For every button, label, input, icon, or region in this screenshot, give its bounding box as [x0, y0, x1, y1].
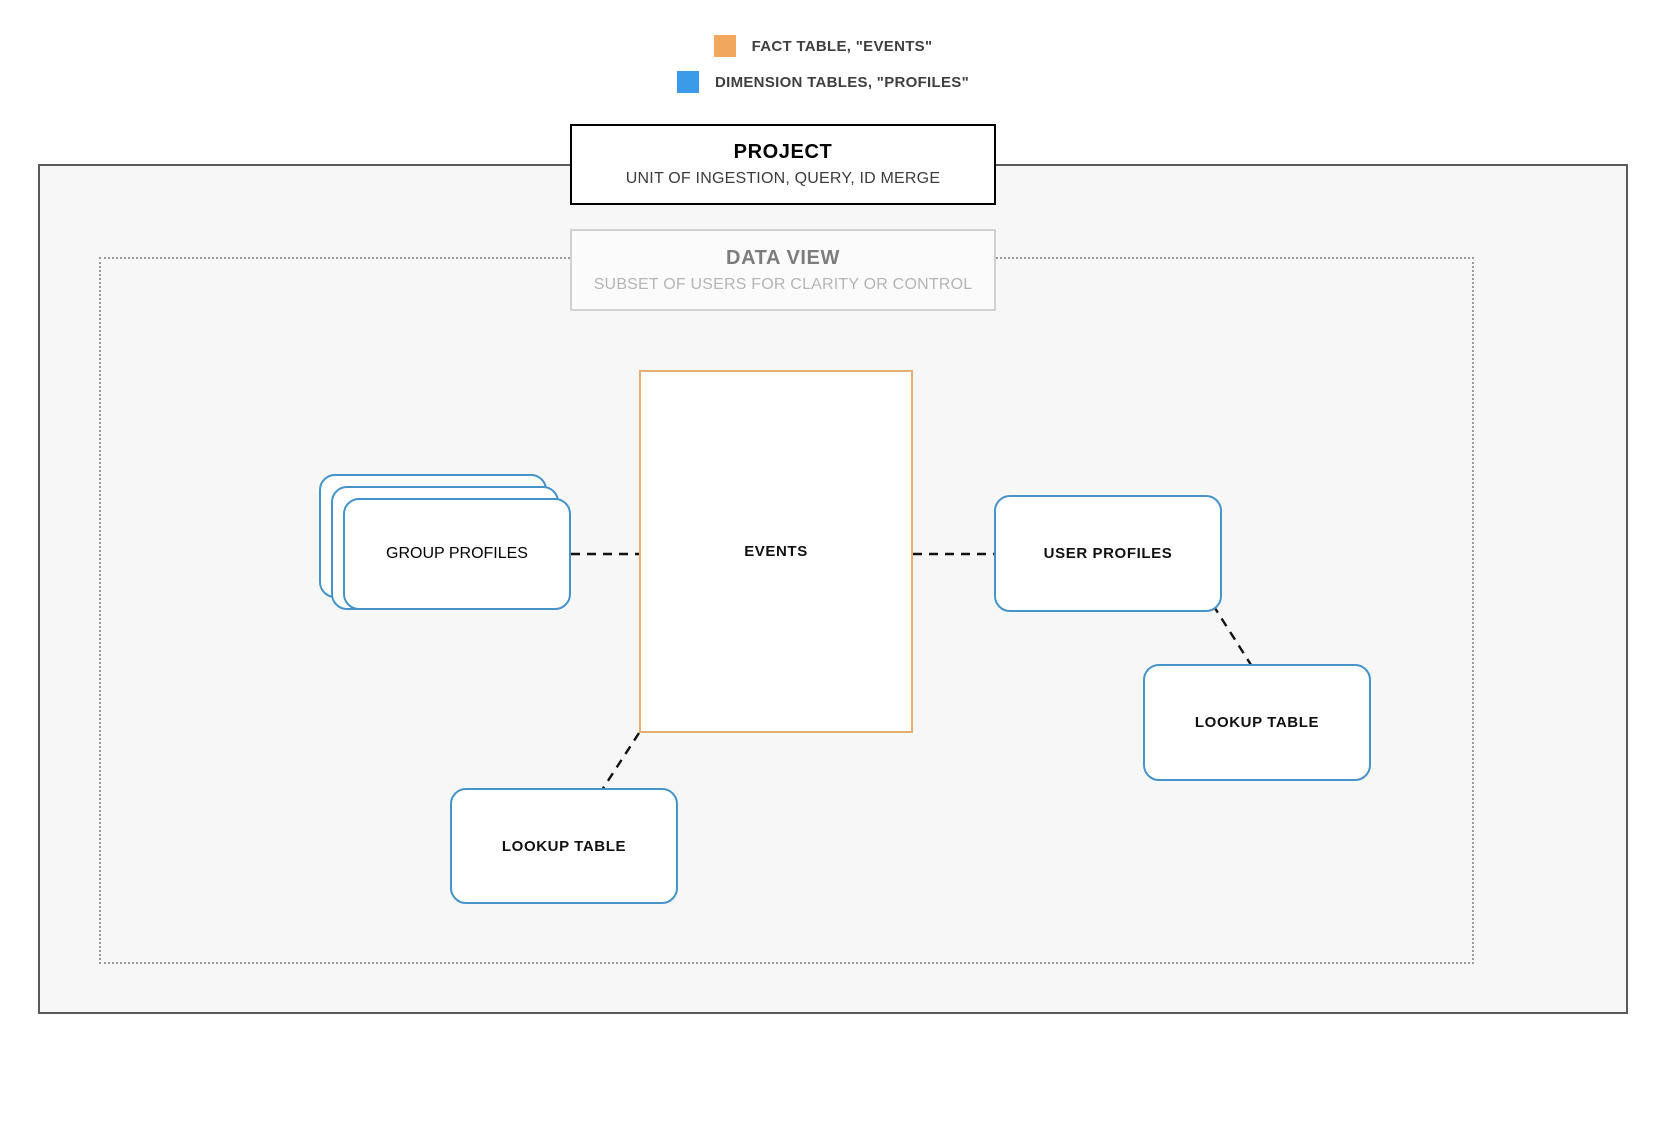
- node-user-profiles[interactable]: USER PROFILES: [994, 495, 1222, 612]
- fact-table-swatch-icon: [713, 35, 736, 57]
- project-subtitle: UNIT OF INGESTION, QUERY, ID MERGE: [625, 170, 941, 188]
- node-events[interactable]: EVENTS: [639, 370, 913, 733]
- legend-label-fact-table: FACT TABLE, "EVENTS": [751, 37, 933, 55]
- node-lookup-table-right[interactable]: LOOKUP TABLE: [1143, 664, 1371, 781]
- node-group-profiles[interactable]: GROUP PROFILES: [319, 474, 571, 610]
- node-lookup-table-left-label: LOOKUP TABLE: [501, 837, 627, 855]
- dimension-tables-swatch-icon: [676, 71, 699, 93]
- legend-item-dimension-tables: DIMENSION TABLES, "PROFILES": [0, 64, 1664, 100]
- legend-item-fact-table: FACT TABLE, "EVENTS": [0, 28, 1664, 64]
- node-user-profiles-label: USER PROFILES: [1043, 545, 1173, 562]
- node-events-label: EVENTS: [744, 543, 808, 560]
- legend: FACT TABLE, "EVENTS" DIMENSION TABLES, "…: [0, 28, 1664, 100]
- project-title: PROJECT: [733, 141, 833, 164]
- data-view-subtitle: SUBSET OF USERS FOR CLARITY OR CONTROL: [593, 275, 973, 293]
- data-view-title: DATA VIEW: [726, 246, 840, 269]
- group-profiles-stack-card-front[interactable]: GROUP PROFILES: [343, 498, 571, 610]
- node-group-profiles-label: GROUP PROFILES: [386, 545, 528, 562]
- project-header-box: PROJECT UNIT OF INGESTION, QUERY, ID MER…: [570, 124, 996, 205]
- node-lookup-table-left[interactable]: LOOKUP TABLE: [450, 788, 678, 904]
- data-view-header-box: DATA VIEW SUBSET OF USERS FOR CLARITY OR…: [570, 229, 996, 311]
- node-lookup-table-right-label: LOOKUP TABLE: [1194, 714, 1320, 731]
- legend-label-dimension-tables: DIMENSION TABLES, "PROFILES": [714, 73, 970, 91]
